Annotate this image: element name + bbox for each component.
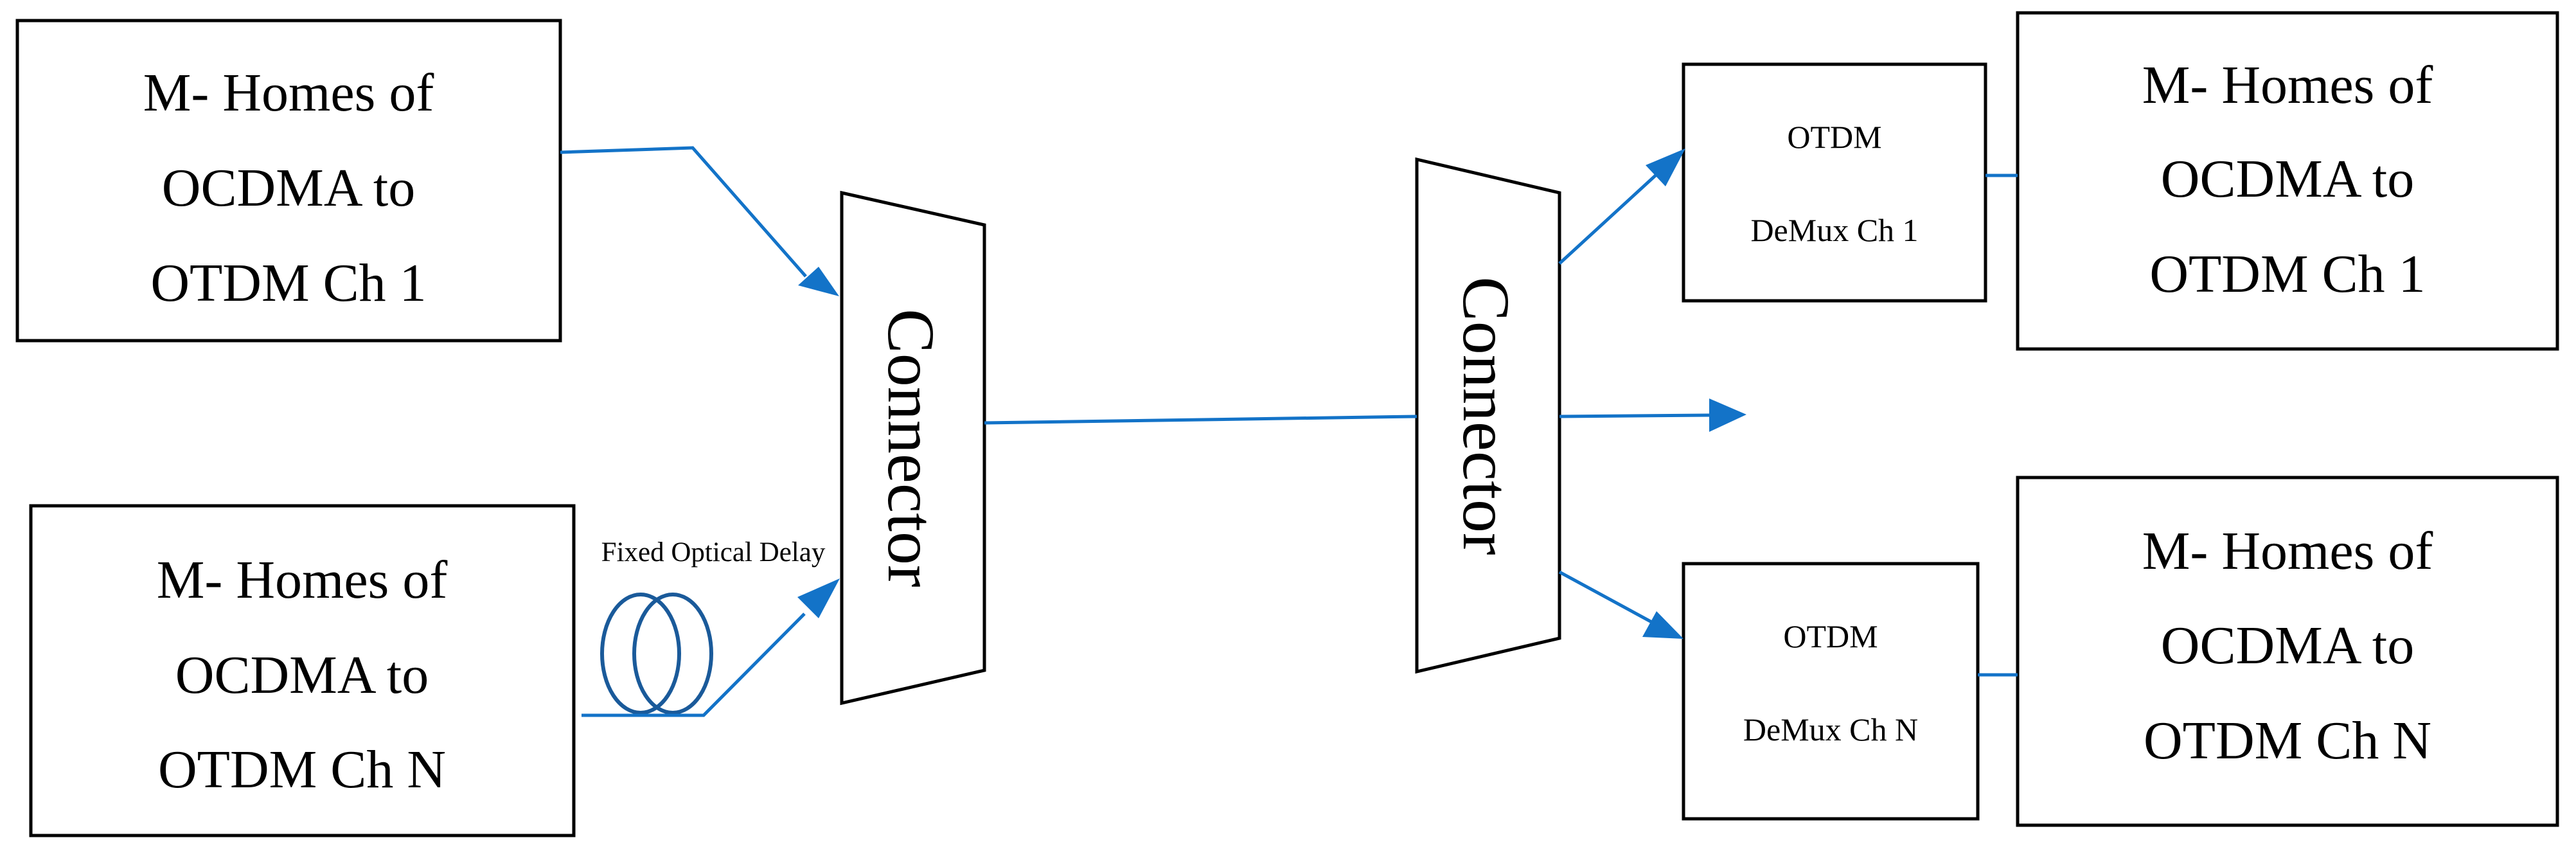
dest-ch1-line-1: M- Homes of bbox=[2142, 55, 2433, 115]
wire-to-unlabeled-output bbox=[1559, 413, 1710, 418]
source-chN-line-1: M- Homes of bbox=[157, 550, 448, 610]
dest-box-chN: M- Homes of OCDMA to OTDM Ch N bbox=[2016, 476, 2559, 827]
arrowhead-into-connector-top bbox=[798, 267, 839, 296]
demux-chN-line-2: DeMux Ch N bbox=[1743, 711, 1918, 747]
demux-ch1-line-1: OTDM bbox=[1787, 119, 1881, 155]
connector-left: Connector bbox=[840, 190, 986, 706]
source-ch1-line-1: M- Homes of bbox=[143, 63, 434, 123]
wires bbox=[560, 146, 2018, 717]
source-ch1-line-3: OTDM Ch 1 bbox=[150, 253, 426, 313]
wire-to-demux-ch1 bbox=[1558, 170, 1661, 265]
arrowhead-unlabeled-output bbox=[1709, 398, 1746, 432]
arrowhead-into-demux-chN bbox=[1642, 611, 1683, 639]
dest-chN-line-1: M- Homes of bbox=[2142, 521, 2433, 581]
source-box-ch1: M- Homes of OCDMA to OTDM Ch 1 bbox=[15, 19, 562, 343]
wire-to-demux-chN bbox=[1558, 570, 1658, 627]
demux-box-ch1: OTDM DeMux Ch 1 bbox=[1682, 62, 1987, 303]
arrowhead-into-connector-bottom bbox=[797, 578, 840, 618]
wire-source-ch1-to-connector bbox=[560, 146, 807, 278]
source-ch1-line-2: OCDMA to bbox=[162, 158, 415, 218]
connector-right: Connector bbox=[1415, 157, 1561, 674]
demux-box-chN: OTDM DeMux Ch N bbox=[1682, 562, 1980, 821]
wire-source-chN-to-delay bbox=[582, 612, 806, 717]
source-chN-line-3: OTDM Ch N bbox=[158, 740, 446, 800]
connector-right-label: Connector bbox=[1449, 276, 1523, 555]
fixed-optical-delay-label: Fixed Optical Delay bbox=[601, 537, 826, 567]
demux-ch1-line-2: DeMux Ch 1 bbox=[1750, 212, 1918, 248]
arrowhead-into-demux-ch1 bbox=[1646, 148, 1685, 186]
dest-chN-line-3: OTDM Ch N bbox=[2144, 711, 2431, 771]
fiber-coil-icon bbox=[600, 593, 713, 715]
connector-left-label: Connector bbox=[874, 308, 948, 587]
wire-trunk bbox=[984, 415, 1417, 425]
dest-ch1-line-2: OCDMA to bbox=[2161, 149, 2414, 209]
demux-chN-line-1: OTDM bbox=[1783, 618, 1878, 654]
dest-ch1-line-3: OTDM Ch 1 bbox=[2149, 244, 2425, 304]
arrowheads bbox=[797, 148, 1746, 639]
source-chN-line-2: OCDMA to bbox=[175, 645, 429, 705]
dest-chN-line-2: OCDMA to bbox=[2161, 616, 2414, 675]
source-box-chN: M- Homes of OCDMA to OTDM Ch N bbox=[29, 504, 576, 837]
dest-box-ch1: M- Homes of OCDMA to OTDM Ch 1 bbox=[2016, 11, 2559, 351]
